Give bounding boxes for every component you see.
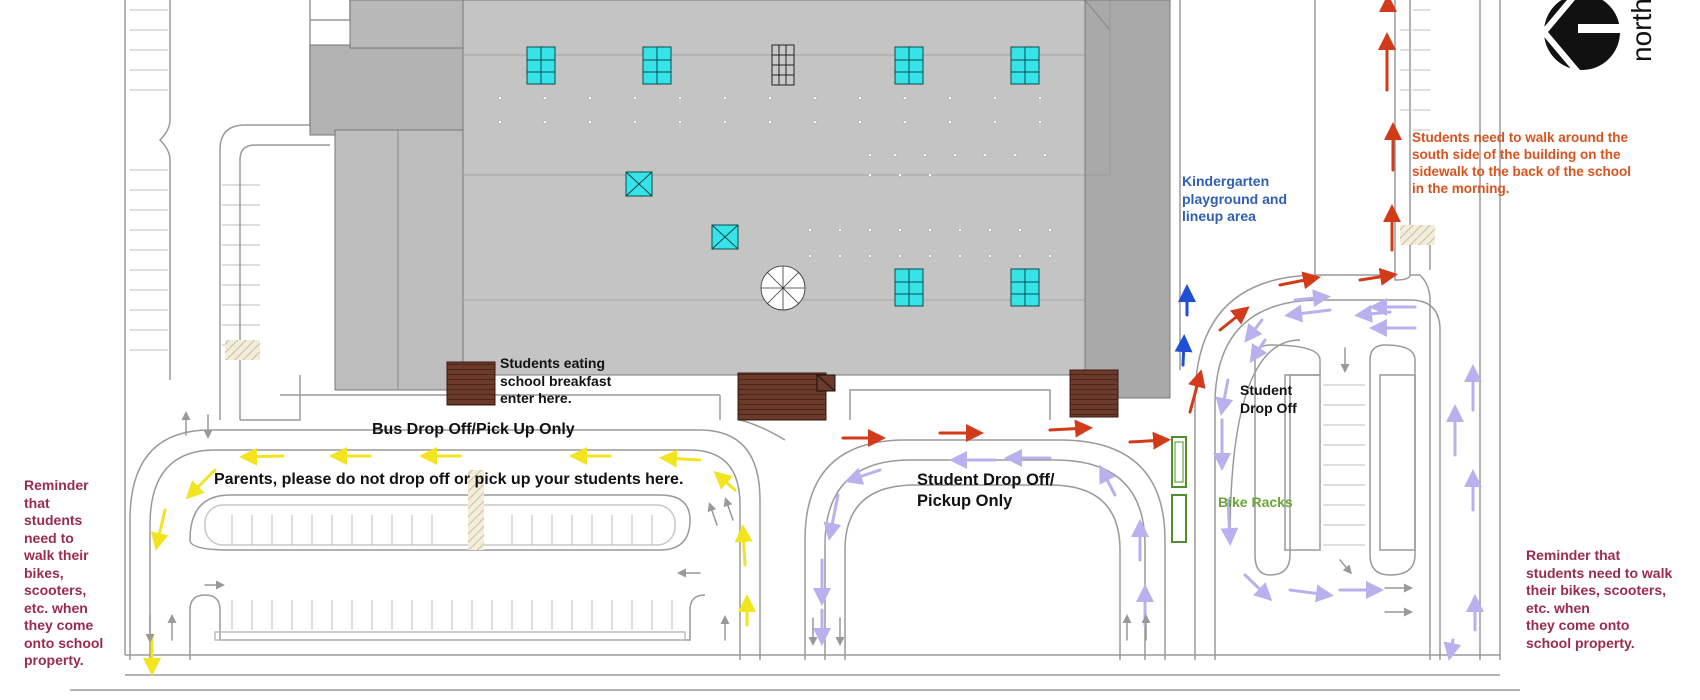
crosswalk	[225, 340, 260, 360]
skylight-icon	[771, 44, 795, 86]
bus-zone-label: Bus Drop Off/Pick Up Only	[372, 421, 575, 438]
entry-door	[737, 372, 827, 421]
school-building	[309, 0, 1171, 421]
bike-racks-label: Bike Racks	[1218, 494, 1293, 510]
crosswalk	[1400, 225, 1435, 245]
reminder-left: Reminder that students need to walk thei…	[24, 477, 104, 668]
skylight-icon	[711, 224, 739, 250]
parents-warning-label: Parents, please do not drop off or pick …	[214, 471, 684, 488]
entry-door	[1069, 369, 1119, 418]
reminder-right: Reminder that students need to walk thei…	[1526, 547, 1673, 651]
bike-rack-icon	[1171, 436, 1187, 543]
kindergarten-label: Kindergarten playground and lineup area	[1182, 173, 1287, 224]
skylight-icon	[625, 171, 653, 197]
traffic-arrows	[143, 0, 1484, 676]
skylight-icon	[526, 46, 556, 85]
orange-walk-note: Students need to walk around the south s…	[1412, 130, 1632, 196]
spiral-stair-icon	[760, 265, 806, 311]
entry-door	[446, 361, 496, 406]
skylight-icon	[642, 46, 672, 85]
north-arrow-icon	[1540, 0, 1620, 70]
skylight-icon	[894, 46, 924, 85]
breakfast-entry-label: Students eating school breakfast enter h…	[500, 355, 612, 406]
skylight-icon	[1010, 46, 1040, 85]
north-label: north	[1626, 0, 1657, 62]
crosswalk	[468, 470, 484, 550]
student-drop-off-label: Student Drop Off	[1240, 382, 1297, 416]
student-drop-pickup-label: Student Drop Off/ Pickup Only	[917, 471, 1055, 510]
skylight-icon	[894, 268, 924, 307]
skylight-icon	[1010, 268, 1040, 307]
